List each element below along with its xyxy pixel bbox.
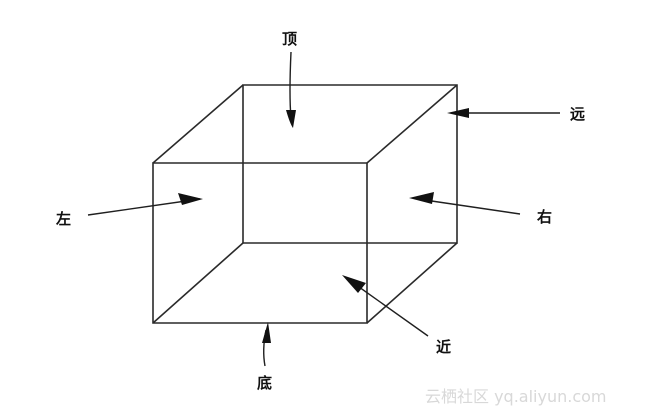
label-left: 左 xyxy=(55,210,71,228)
near-face-pointer xyxy=(342,275,429,337)
cube-edge-top-left xyxy=(152,84,244,164)
far-face-pointer xyxy=(447,108,560,118)
cube-edge-top-right xyxy=(366,84,458,164)
label-far: 远 xyxy=(570,105,585,123)
cube-edge-bottom-right xyxy=(366,242,458,324)
bottom-face-pointer xyxy=(262,322,271,367)
top-face-pointer xyxy=(286,51,296,128)
label-right: 右 xyxy=(537,208,552,226)
label-near: 近 xyxy=(436,338,451,356)
left-face-pointer xyxy=(87,193,203,216)
cube-edge-bottom-left xyxy=(152,242,244,324)
cube-back-face xyxy=(242,84,458,244)
label-bottom: 底 xyxy=(257,374,272,392)
watermark-text: 云栖社区 yq.aliyun.com xyxy=(425,387,607,406)
right-face-pointer xyxy=(409,192,521,215)
label-top: 顶 xyxy=(282,30,297,48)
